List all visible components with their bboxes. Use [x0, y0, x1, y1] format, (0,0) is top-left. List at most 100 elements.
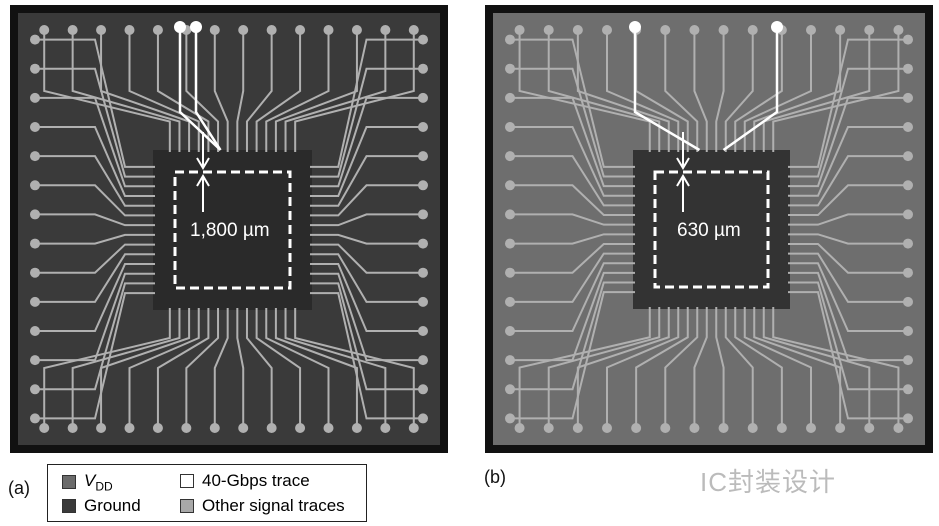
signal-trace: [788, 291, 908, 420]
signal-trace: [265, 30, 330, 152]
ball-pad: [408, 25, 419, 35]
ball-pad: [209, 423, 220, 433]
signal-trace: [510, 126, 635, 197]
ball-pad: [505, 384, 515, 395]
ball-pad: [238, 423, 249, 433]
ball-pad: [505, 180, 515, 191]
ball-pad: [718, 423, 729, 433]
ball-pad: [903, 355, 913, 366]
40gbps-pad: [190, 21, 202, 33]
signal-trace: [693, 30, 708, 152]
ball-pad: [505, 92, 515, 103]
legend-vdd-v: V: [84, 471, 96, 490]
signal-trace: [788, 233, 908, 245]
ball-pad: [903, 180, 913, 191]
signal-trace: [100, 30, 191, 152]
ball-pad: [572, 423, 583, 433]
signal-trace: [43, 308, 171, 428]
ball-pad: [39, 423, 50, 433]
signal-trace: [724, 30, 754, 152]
signal-trace: [43, 30, 171, 152]
ball-pad: [96, 423, 107, 433]
ball-pad: [864, 25, 875, 35]
legend-label: Ground: [84, 496, 141, 515]
signal-trace: [772, 307, 900, 428]
signal-trace: [518, 30, 651, 152]
dimension-label-b: 630 µm: [677, 220, 741, 241]
ball-pad: [266, 423, 277, 433]
ball-pad: [266, 25, 277, 35]
ball-pad: [418, 151, 428, 162]
signal-trace: [255, 308, 302, 428]
ball-pad: [776, 423, 787, 433]
ball-pad: [543, 25, 554, 35]
ball-pad: [903, 384, 913, 395]
signal-trace: [788, 184, 908, 217]
signal-trace: [35, 184, 155, 217]
ball-pad: [418, 92, 428, 103]
ball-pad: [30, 209, 40, 220]
signal-trace: [284, 308, 387, 428]
signal-trace: [753, 307, 842, 428]
ball-pad: [718, 25, 729, 35]
signal-trace: [310, 233, 423, 245]
signal-trace: [310, 292, 423, 420]
ball-pad: [238, 25, 249, 35]
ball-pad: [124, 423, 135, 433]
signal-trace: [518, 307, 651, 428]
dimension-label-a: 1,800 µm: [190, 220, 270, 241]
ball-pad: [631, 423, 642, 433]
ball-pad: [835, 25, 846, 35]
ball-pad: [30, 267, 40, 278]
ball-pad: [30, 413, 40, 424]
signal-trace: [510, 184, 635, 217]
legend-label: Other signal traces: [202, 496, 345, 515]
ball-pad: [505, 209, 515, 220]
signal-trace: [788, 281, 908, 391]
signal-trace: [310, 272, 423, 362]
signal-trace: [245, 30, 273, 152]
ball-pad: [835, 423, 846, 433]
signal-trace: [255, 30, 302, 152]
ball-pad: [30, 296, 40, 307]
ball-pad: [380, 423, 391, 433]
signal-trace: [664, 30, 699, 152]
signal-trace: [245, 308, 273, 428]
ball-pad: [295, 25, 306, 35]
ball-pad: [747, 25, 758, 35]
panel-label-b: (b): [484, 467, 506, 487]
ball-pad: [67, 25, 78, 35]
ball-pad: [747, 423, 758, 433]
dimension-arrow-up-icon: [196, 174, 210, 212]
signal-trace: [762, 307, 871, 428]
ball-pad: [418, 63, 428, 74]
legend-item-40gbps: 40-Gbps trace: [180, 471, 310, 491]
dimension-arrow-down-icon: [196, 132, 210, 170]
ball-pad: [30, 34, 40, 45]
signal-trace: [236, 30, 245, 152]
ball-pad: [505, 122, 515, 132]
ball-pad: [505, 326, 515, 336]
signal-trace: [788, 126, 908, 197]
signal-trace: [185, 30, 220, 152]
signal-trace: [788, 242, 908, 274]
ball-pad: [209, 25, 220, 35]
package-layout-a: [10, 5, 448, 453]
signal-trace: [265, 308, 330, 428]
signal-trace: [788, 38, 908, 168]
40gbps-pad: [629, 21, 641, 33]
ball-pad: [602, 25, 612, 35]
signal-trace: [664, 307, 699, 428]
ball-pad: [351, 25, 362, 35]
chip-outline: [173, 170, 292, 290]
legend-item-ground: Ground: [62, 496, 141, 516]
ball-pad: [903, 413, 913, 424]
signal-trace: [734, 307, 783, 428]
signal-trace: [128, 308, 200, 428]
ball-pad: [903, 151, 913, 162]
signal-trace: [35, 126, 155, 197]
ball-pad: [96, 25, 107, 35]
signal-trace: [788, 96, 908, 188]
ball-pad: [903, 296, 913, 307]
signal-trace: [35, 155, 155, 207]
